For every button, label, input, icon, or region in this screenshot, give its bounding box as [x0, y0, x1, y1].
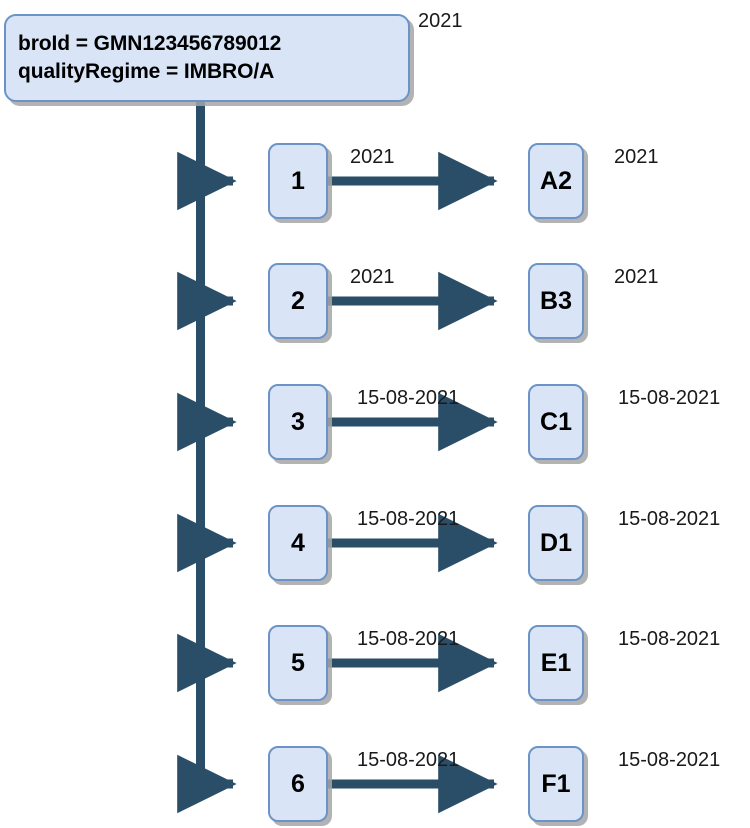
branch-5 [177, 633, 237, 693]
mid-node-2[interactable]: 2 [268, 263, 328, 339]
root-node-line2: qualityRegime = IMBRO/A [18, 60, 275, 83]
mid-node-2-label: 2 [291, 286, 305, 315]
edge-label-4: 15-08-2021 [357, 508, 460, 530]
root-node[interactable]: broId = GMN123456789012 qualityRegime = … [4, 14, 410, 102]
edge-label-1: 2021 [350, 146, 395, 168]
branch-3 [177, 392, 237, 452]
right-node-4-label: D1 [540, 528, 572, 557]
right-node-5[interactable]: E1 [528, 625, 584, 701]
right-node-3-label: C1 [540, 407, 572, 436]
right-node-6[interactable]: F1 [528, 746, 584, 822]
right-date-label-2: 2021 [614, 266, 659, 288]
edge-label-3: 15-08-2021 [357, 387, 460, 409]
branch-4 [177, 513, 237, 573]
mid-node-6-label: 6 [291, 769, 305, 798]
right-node-2[interactable]: B3 [528, 263, 584, 339]
branch-6 [177, 754, 237, 814]
edge-label-2: 2021 [350, 266, 395, 288]
right-node-4[interactable]: D1 [528, 505, 584, 581]
right-date-label-3: 15-08-2021 [618, 387, 721, 409]
right-date-label-6: 15-08-2021 [618, 749, 721, 771]
mid-node-1-label: 1 [291, 166, 305, 195]
edge-label-6: 15-08-2021 [357, 749, 460, 771]
right-node-6-label: F1 [541, 769, 571, 798]
right-node-5-label: E1 [540, 648, 572, 677]
edge-label-5: 15-08-2021 [357, 628, 460, 650]
root-date-label: 2021 [418, 10, 463, 32]
branch-2 [177, 271, 237, 331]
root-node-line1: broId = GMN123456789012 [18, 32, 282, 56]
mid-node-4-label: 4 [291, 528, 305, 557]
row-arrows [328, 151, 498, 814]
mid-node-5-label: 5 [291, 648, 305, 677]
trunk-and-branches [177, 100, 237, 814]
right-date-label-1: 2021 [614, 146, 659, 168]
right-date-label-5: 15-08-2021 [618, 628, 721, 650]
mid-node-3[interactable]: 3 [268, 384, 328, 460]
right-node-3[interactable]: C1 [528, 384, 584, 460]
right-date-label-4: 15-08-2021 [618, 508, 721, 530]
mid-node-4[interactable]: 4 [268, 505, 328, 581]
mid-node-1[interactable]: 1 [268, 143, 328, 219]
right-node-2-label: B3 [540, 286, 572, 315]
right-node-1-label: A2 [540, 166, 572, 195]
mid-node-6[interactable]: 6 [268, 746, 328, 822]
mid-node-5[interactable]: 5 [268, 625, 328, 701]
right-node-1[interactable]: A2 [528, 143, 584, 219]
mid-node-3-label: 3 [291, 407, 305, 436]
branch-1 [177, 151, 237, 211]
